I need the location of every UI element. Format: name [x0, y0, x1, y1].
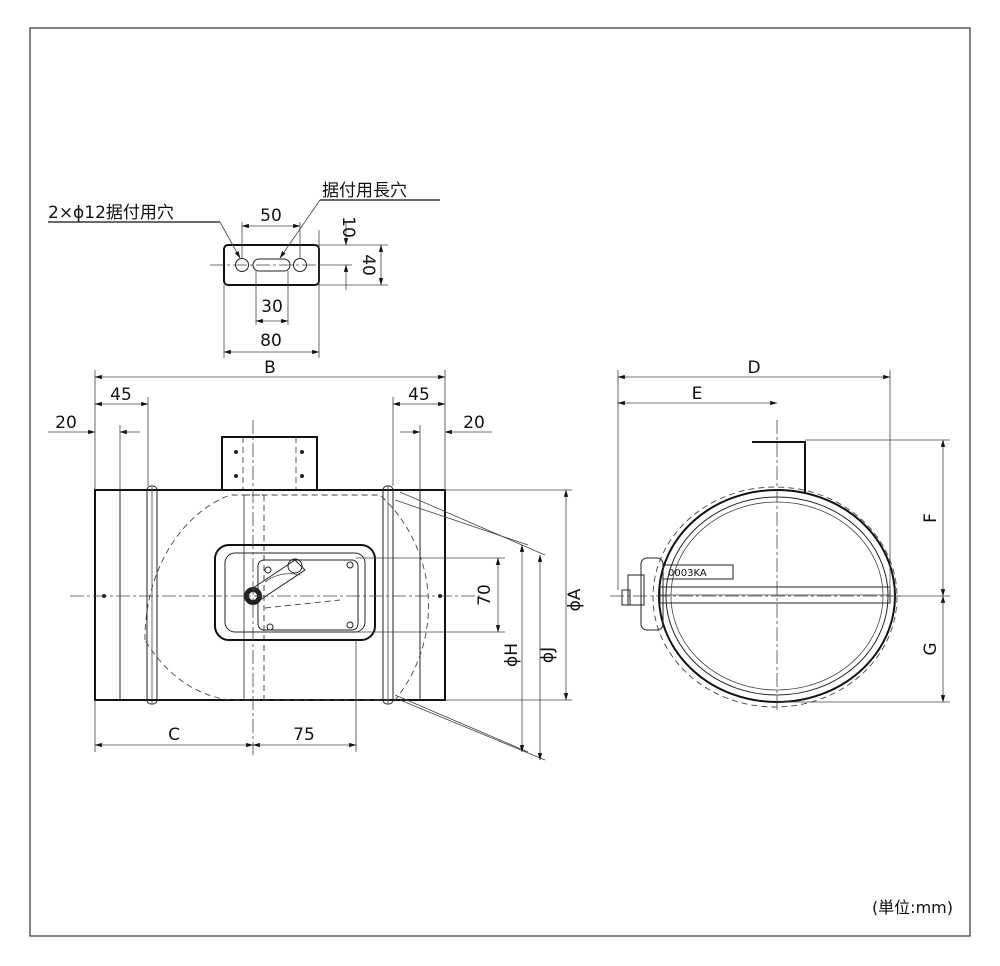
slot-note: 据付用長穴 [322, 181, 407, 201]
outer-flange-hidden [652, 486, 898, 708]
control-window-inner [224, 552, 366, 633]
drawing-frame [29, 27, 971, 937]
damper-body [94, 489, 446, 701]
side-bracket [752, 441, 806, 492]
top-bracket [221, 436, 318, 491]
dim-B: B [264, 358, 276, 378]
dim-10: 10 [338, 216, 358, 238]
control-window-outer [214, 544, 376, 641]
bracket-detail: 2×ϕ12据付用穴 据付用長穴 50 30 80 10 40 [48, 181, 440, 358]
dim-30: 30 [261, 297, 283, 317]
dim-80: 80 [260, 331, 282, 351]
dim-phiH: ϕH [502, 643, 522, 667]
dim-20-left: 20 [55, 413, 77, 433]
holes-note: 2×ϕ12据付用穴 [48, 203, 174, 223]
dim-phiJ: ϕJ [538, 647, 558, 663]
dim-F: F [921, 513, 941, 523]
dim-E: E [692, 384, 703, 404]
nameplate-text: 0003KA [668, 568, 707, 579]
dim-70: 70 [475, 584, 495, 606]
dim-C: C [168, 725, 180, 745]
dim-G: G [921, 642, 941, 655]
dim-45-left: 45 [110, 385, 132, 405]
unit-note: (単位:mm) [872, 898, 953, 917]
dim-40: 40 [358, 254, 378, 276]
dim-D: D [747, 358, 760, 378]
handle-housing [640, 557, 664, 631]
dim-75: 75 [293, 725, 315, 745]
dim-45-right: 45 [408, 385, 430, 405]
handle-plate [257, 559, 359, 631]
nameplate [662, 564, 734, 580]
side-view: 0003KA D E F G [610, 358, 950, 712]
dim-20-right: 20 [463, 413, 485, 433]
dim-50: 50 [260, 206, 282, 226]
front-view: B 45 45 20 20 C 75 70 ϕH ϕJ ϕA [48, 358, 585, 761]
dim-phiA: ϕA [565, 588, 585, 611]
